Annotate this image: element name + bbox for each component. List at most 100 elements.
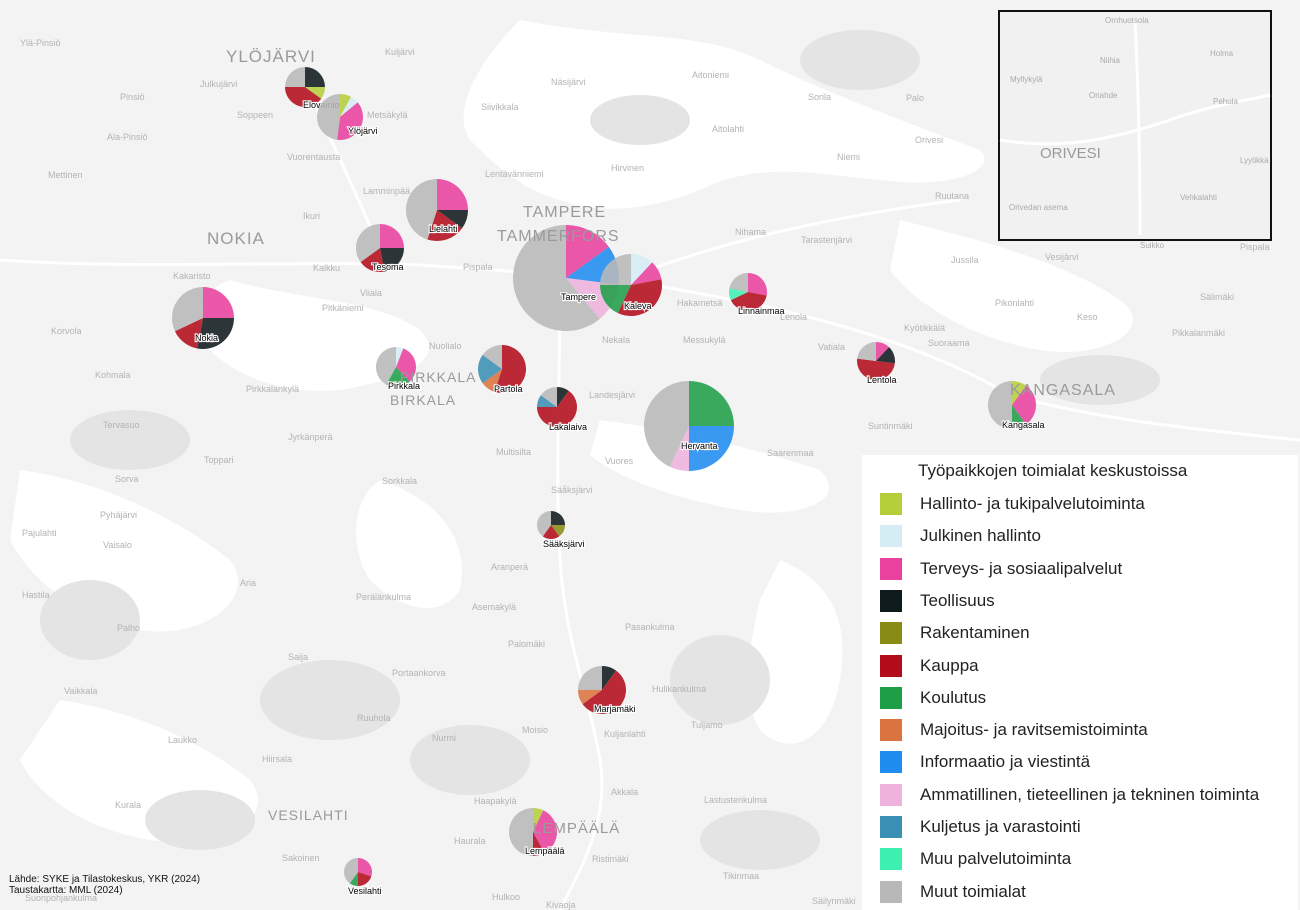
legend-label: Informaatio ja viestintä xyxy=(920,752,1091,772)
municipality-label: NOKIA xyxy=(207,229,265,248)
place-label: Pispala xyxy=(463,262,493,272)
legend-item: Kauppa xyxy=(880,653,979,679)
pie-slice xyxy=(376,347,396,385)
legend-item: Muu palvelutoiminta xyxy=(880,846,1071,872)
inset-place-label: Oriahde xyxy=(1089,91,1118,100)
centre-label: Sääksjärvi xyxy=(543,539,585,549)
place-label: Saija xyxy=(288,652,308,662)
centre-pie: Kangasala xyxy=(988,381,1046,431)
place-label: Pikkalanmäki xyxy=(1172,328,1225,338)
legend-swatch xyxy=(880,557,902,580)
pie-slice xyxy=(689,381,734,426)
centre-label: Vesilahti xyxy=(348,886,382,896)
place-label: Pyhäjärvi xyxy=(100,510,137,520)
source-line-1: Lähde: SYKE ja Tilastokeskus, YKR (2024) xyxy=(9,874,201,885)
inset-place-label: Myllykylä xyxy=(1010,75,1043,84)
centre-pie: Lielahti xyxy=(405,178,468,242)
map-labels: YLÖJÄRVINOKIATAMPERETAMMERFORSPIRKKALABI… xyxy=(20,38,1270,910)
place-label: Tarastenjärvi xyxy=(801,235,852,245)
place-label: Tikinmaa xyxy=(723,871,759,881)
place-label: Ruutana xyxy=(935,191,969,201)
pie-slice xyxy=(172,287,203,332)
place-label: Lenola xyxy=(780,312,807,322)
legend-label: Kauppa xyxy=(920,655,979,675)
pie-slice xyxy=(729,288,748,301)
legend-item: Muut toimialat xyxy=(880,879,1026,905)
place-label: Haapakylä xyxy=(474,796,517,806)
place-label: Kuljärvi xyxy=(385,47,415,57)
lake-shapes xyxy=(10,20,1133,842)
pie-slice xyxy=(203,287,234,318)
centre-label: Pirkkala xyxy=(388,381,420,391)
place-label: Sorila xyxy=(808,92,831,102)
legend-item: Julkinen hallinto xyxy=(880,523,1041,549)
legend-label: Kuljetus ja varastointi xyxy=(920,817,1081,836)
place-label: Julkujärvi xyxy=(200,79,238,89)
municipality-label: BIRKALA xyxy=(390,392,456,408)
pie-slice xyxy=(729,273,748,292)
place-label: Sorkkala xyxy=(382,476,417,486)
place-label: Saarenmaa xyxy=(767,448,814,458)
place-label: Jussila xyxy=(951,255,979,265)
place-label: Orivesi xyxy=(915,135,943,145)
centre-label: Marjamäki xyxy=(594,704,636,714)
land-texture xyxy=(40,30,1160,870)
pie-slice xyxy=(557,387,569,407)
municipality-label: PIRKKALA xyxy=(400,369,476,385)
centre-label: Linnainmaa xyxy=(738,306,785,316)
legend-swatch xyxy=(880,654,902,677)
place-label: Moisio xyxy=(522,725,548,735)
municipality-label: KANGASALA xyxy=(1010,382,1116,399)
inset-place-label: Holma xyxy=(1210,49,1234,58)
place-label: Kakaristo xyxy=(173,271,211,281)
place-label: Siivikkala xyxy=(481,102,519,112)
legend-swatch xyxy=(880,751,902,774)
pie-slice xyxy=(1012,385,1036,425)
place-label: Hakametsä xyxy=(677,298,723,308)
pie-slice xyxy=(405,178,437,240)
legend-label: Hallinto- ja tukipalvelutoiminta xyxy=(920,494,1145,513)
legend-label: Muut toimialat xyxy=(920,881,1026,901)
pie-slice xyxy=(669,426,689,472)
pie-slice xyxy=(876,342,890,361)
place-label: Suntinmäki xyxy=(868,421,913,431)
legend-item: Rakentaminen xyxy=(880,620,1030,646)
place-label: Nekala xyxy=(602,335,630,345)
inset-place-label: Orivedan asema xyxy=(1009,203,1068,212)
place-label: Aitolahti xyxy=(712,124,744,134)
place-label: Palho xyxy=(117,623,140,633)
place-label: Säåksjärvi xyxy=(551,485,593,495)
centre-pie: Vesilahti xyxy=(344,858,383,897)
place-label: Vaikkala xyxy=(64,686,97,696)
legend-swatch xyxy=(880,525,902,548)
pie-slice xyxy=(537,390,577,427)
pie-slice xyxy=(578,666,602,690)
legend-swatch xyxy=(880,848,902,871)
orivesi-inset: ORIVESIOrnhuotsolaMyllykyläNiihiaHolmaOr… xyxy=(998,10,1272,250)
place-label: Hulikankulma xyxy=(652,684,706,694)
pie-slice xyxy=(482,345,502,369)
legend-label: Koulutus xyxy=(920,687,987,707)
pie-slice xyxy=(380,248,404,272)
centre-pie: Lakalaiva xyxy=(537,387,588,433)
place-label: Ristimäki xyxy=(592,854,629,864)
pie-slice xyxy=(358,858,372,877)
place-label: Asemakylä xyxy=(472,602,516,612)
place-label: Ylä-Pinsiö xyxy=(20,38,61,48)
place-label: Mettinen xyxy=(48,170,83,180)
place-label: Vesijärvi xyxy=(1045,252,1079,262)
place-label: Pasankulma xyxy=(625,622,675,632)
place-label: Laukko xyxy=(168,735,197,745)
place-label: Hirvinen xyxy=(611,163,644,173)
pie-slice xyxy=(478,354,502,384)
pie-slice xyxy=(360,248,385,273)
pie-slice xyxy=(396,347,404,367)
place-label: Jyrkänperä xyxy=(288,432,333,442)
pie-slice xyxy=(512,225,600,331)
place-label: Lastustenkulma xyxy=(704,795,767,805)
centre-label: Nokia xyxy=(195,333,218,343)
place-label: Suoraama xyxy=(928,338,970,348)
pie-slice xyxy=(582,670,627,714)
pie-slice xyxy=(285,87,322,107)
pie-slice xyxy=(305,87,325,99)
